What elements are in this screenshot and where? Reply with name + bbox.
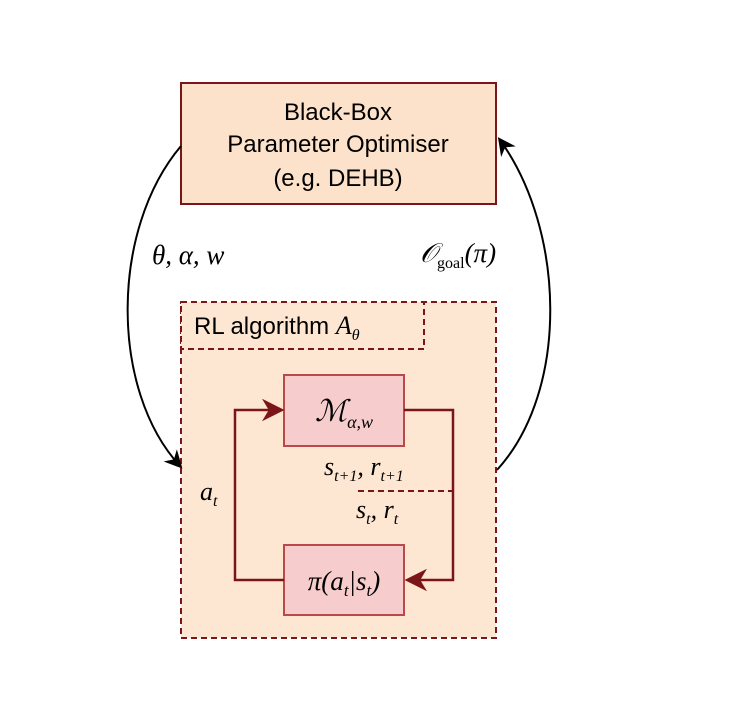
- policy-label: π(at|st): [308, 566, 380, 600]
- next-state-reward-label: st+1, rt+1: [324, 452, 404, 485]
- environment-node: [283, 374, 405, 447]
- rl-algorithm-label-tab: [180, 301, 425, 350]
- action-edge: [233, 398, 285, 582]
- objective-arrow: [496, 137, 552, 471]
- optimiser-line-1: Black-Box: [284, 99, 392, 126]
- params-arrow: [126, 145, 183, 469]
- rl-algorithm-label: RL algorithm Aθ: [194, 311, 360, 344]
- optimiser-box: [180, 82, 497, 205]
- params-label: θ, α, w: [152, 240, 224, 270]
- action-label: at: [200, 477, 218, 510]
- optimiser-line-3: (e.g. DEHB): [273, 165, 402, 192]
- environment-label: ℳα,w: [315, 394, 373, 432]
- state-reward-label: st, rt: [356, 495, 399, 528]
- optimiser-line-2: Parameter Optimiser: [227, 131, 448, 158]
- state-edge: [404, 408, 455, 592]
- policy-node: [283, 544, 405, 616]
- objective-label: 𝒪goal(π): [420, 238, 496, 272]
